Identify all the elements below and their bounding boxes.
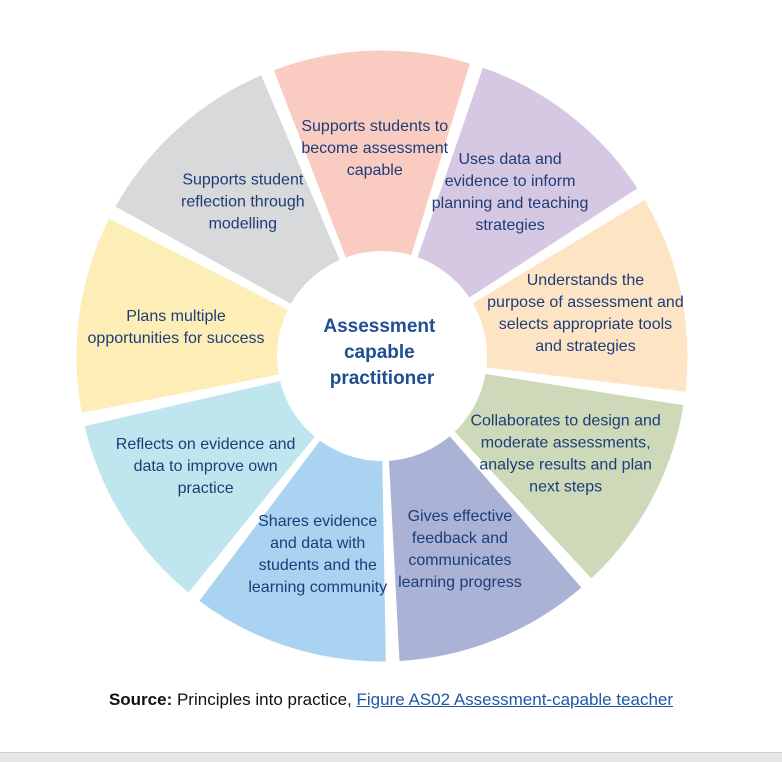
segment-label-line: planning and teaching [432,195,589,212]
segment-supports-students-assessment-capable-label: Supports students to become assessment cap… [301,118,448,179]
segment-label-line: become assessment [301,140,448,157]
segment-label-line: reflection through [181,193,305,210]
center-circle [277,251,487,461]
segment-shares-evidence-label: Shares evidence and data with students and… [248,513,387,596]
segment-label-line: Understands the [527,272,645,289]
segment-reflects-on-evidence-label: Reflects on evidence and data to improve … [116,436,296,497]
segment-label-line: Uses data and [458,151,561,168]
segment-plans-multiple-label: Plans multiple opportunities for success [88,308,265,347]
segment-label-line: modelling [209,215,277,232]
segment-label-line: students and the [259,557,377,574]
segment-label-line: opportunities for success [88,330,265,347]
segment-label-line: moderate assessments, [481,435,651,452]
segment-label-line: selects appropriate tools [499,316,672,333]
segment-label-line: and strategies [535,338,636,355]
center-title-line: Assessment [323,316,436,337]
figure-link[interactable]: Figure AS02 Assessment-capable teacher [356,690,674,709]
caption-text: Principles into practice, [172,690,357,709]
segment-label-line: Reflects on evidence and [116,436,296,453]
segment-collaborates-label: Collaborates to design and moderate asses… [470,413,660,496]
segment-label-line: data to improve own [134,458,278,475]
segment-label-line: and data with [270,535,365,552]
labels-layer: Supports students to become assessment cap… [88,118,684,596]
center-title-line: capable [344,342,415,363]
segment-label-line: purpose of assessment and [487,294,684,311]
segment-label-line: strategies [475,217,544,234]
assessment-wheel-diagram: Supports students to become assessment cap… [73,47,691,665]
segment-label-line: next steps [529,479,602,496]
source-caption: Source: Principles into practice, Figure… [0,690,782,710]
segment-label-line: feedback and [412,530,508,547]
segments-layer [73,47,691,665]
bottom-scroll-bar [0,752,782,762]
segment-label-line: Supports student [182,171,304,188]
segment-label-line: Plans multiple [126,308,226,325]
segment-label-line: analyse results and plan [479,457,652,474]
segment-label-line: learning progress [398,574,522,591]
caption-label: Source: [108,690,173,709]
segment-label-line: Gives effective [408,508,513,525]
center-title-line: practitioner [330,368,435,389]
segment-gives-feedback-label: Gives effective feedback and communicates l… [398,508,522,591]
segment-label-line: Collaborates to design and [470,413,660,430]
center-title: Assessment capable practitioner [323,316,440,389]
segment-label-line: Supports students to [301,118,448,135]
segment-label-line: evidence to inform [445,173,576,190]
segment-label-line: Shares evidence [258,513,377,530]
segment-label-line: learning community [248,579,387,596]
segment-understands-purpose-label: Understands the purpose of assessment and… [487,272,684,355]
segment-label-line: capable [347,162,403,179]
segment-uses-data-evidence-label: Uses data and evidence to inform planning … [432,151,589,234]
segment-label-line: practice [178,480,234,497]
segment-label-line: communicates [408,552,511,569]
segment-supports-reflection-label: Supports student reflection through modell… [181,171,305,232]
